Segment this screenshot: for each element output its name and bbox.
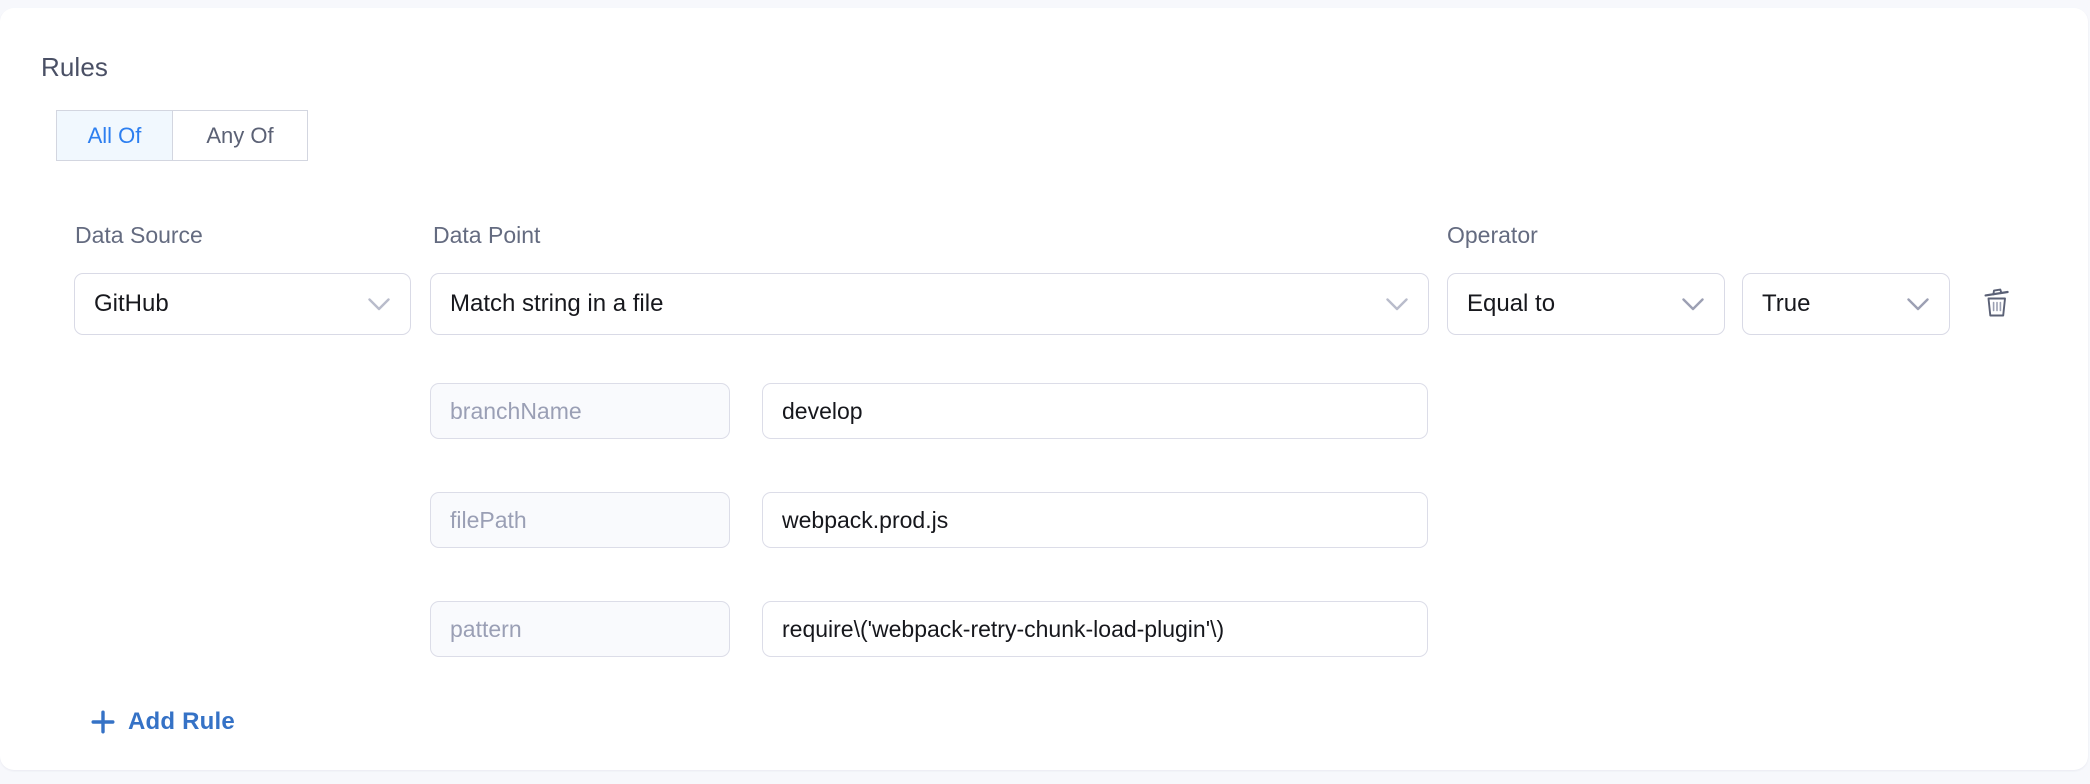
data-point-value: Match string in a file bbox=[450, 290, 664, 317]
parameter-value-input[interactable]: require\('webpack-retry-chunk-load-plugi… bbox=[762, 601, 1428, 657]
match-mode-all-of-button[interactable]: All Of bbox=[56, 110, 172, 161]
operator-value-select[interactable]: True bbox=[1742, 273, 1950, 335]
plus-icon bbox=[90, 709, 116, 735]
add-rule-button[interactable]: Add Rule bbox=[90, 708, 235, 736]
data-point-select[interactable]: Match string in a file bbox=[430, 273, 1429, 335]
chevron-down-icon bbox=[1901, 297, 1935, 311]
data-point-label: Data Point bbox=[433, 222, 541, 248]
page-title: Rules bbox=[41, 52, 108, 82]
parameter-row: pattern require\('webpack-retry-chunk-lo… bbox=[0, 601, 2088, 657]
parameter-value-input[interactable]: webpack.prod.js bbox=[762, 492, 1428, 548]
operator-value-selected: True bbox=[1762, 290, 1811, 317]
operator-value: Equal to bbox=[1467, 290, 1556, 317]
chevron-down-icon bbox=[1676, 297, 1710, 311]
operator-label: Operator bbox=[1447, 222, 1538, 248]
rules-card: Rules All Of Any Of Data Source Data Poi… bbox=[0, 8, 2088, 770]
match-mode-any-of-button[interactable]: Any Of bbox=[172, 110, 308, 161]
data-source-value: GitHub bbox=[94, 290, 169, 317]
trash-icon bbox=[1982, 287, 2012, 322]
chevron-down-icon bbox=[1380, 297, 1414, 311]
data-source-select[interactable]: GitHub bbox=[74, 273, 411, 335]
data-source-label: Data Source bbox=[75, 222, 203, 248]
parameter-row: branchName develop bbox=[0, 383, 2088, 439]
parameter-key-field[interactable]: filePath bbox=[430, 492, 730, 548]
parameter-key-field[interactable]: branchName bbox=[430, 383, 730, 439]
parameter-value-input[interactable]: develop bbox=[762, 383, 1428, 439]
match-mode-segmented-control: All Of Any Of bbox=[56, 110, 308, 161]
delete-rule-button[interactable] bbox=[1973, 280, 2021, 328]
operator-select[interactable]: Equal to bbox=[1447, 273, 1725, 335]
parameter-key-field[interactable]: pattern bbox=[430, 601, 730, 657]
parameter-row: filePath webpack.prod.js bbox=[0, 492, 2088, 548]
add-rule-label: Add Rule bbox=[128, 708, 235, 735]
chevron-down-icon bbox=[362, 297, 396, 311]
